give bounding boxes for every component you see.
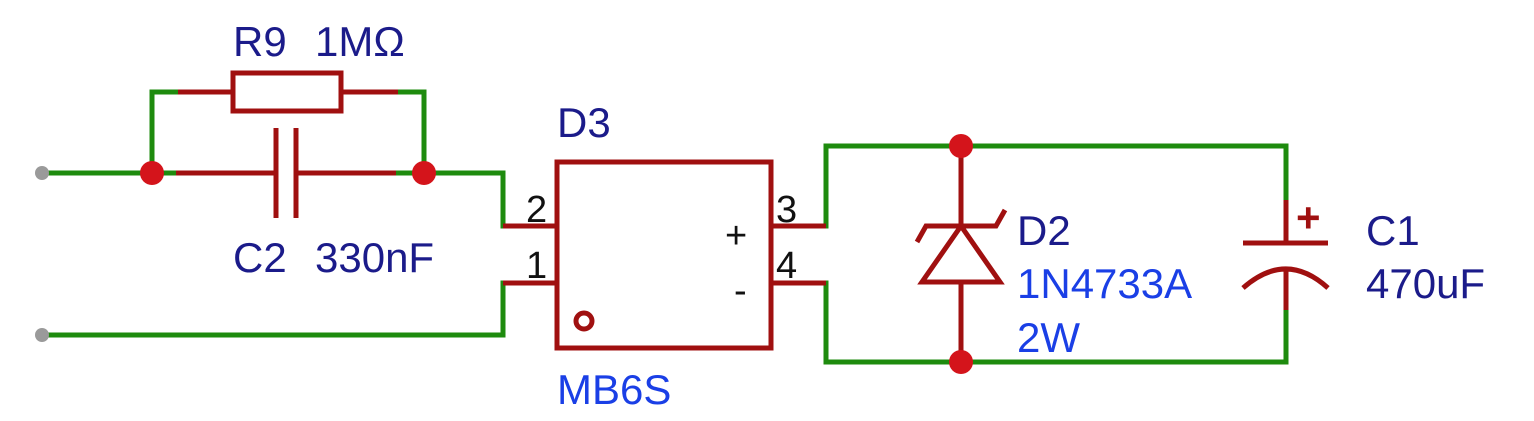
d2-reference: D2 (1017, 207, 1071, 254)
wire-rc-right-vertical (395, 89, 427, 176)
junction-bottom-rail (949, 350, 973, 374)
d3-pin1-marker (573, 310, 595, 332)
d3-pin1-number: 1 (526, 245, 547, 287)
d3-plus-sign: + (725, 215, 747, 257)
r9-body (230, 70, 344, 114)
junction-top-rail (949, 134, 973, 158)
c1-polarity-mark: + (1296, 194, 1321, 241)
d3-pin2-number: 2 (526, 189, 547, 231)
d2-value: 1N4733A (1017, 260, 1192, 307)
d3-minus-sign: - (734, 270, 747, 312)
d3-reference: D3 (557, 99, 611, 146)
wire-to-d3-pin2 (421, 170, 506, 229)
terminal-input-top[interactable] (35, 166, 49, 180)
r9-reference: R9 (233, 18, 287, 65)
junction-rc-right (412, 161, 436, 185)
wire-input-bottom (39, 280, 506, 338)
bridge-rectifier-d3: 2 1 3 4 + - D3 MB6S (503, 99, 826, 413)
resistor-r9: R9 1MΩ (178, 18, 405, 114)
junction-rc-left (140, 161, 164, 185)
d3-pin4-number: 4 (776, 245, 797, 287)
d3-value: MB6S (557, 366, 671, 413)
terminal-input-bottom[interactable] (35, 328, 49, 342)
r9-value: 1MΩ (315, 18, 405, 65)
c2-reference: C2 (233, 234, 287, 281)
capacitor-c1: + C1 470uF (1241, 194, 1485, 310)
c2-value: 330nF (315, 234, 434, 281)
input-terminals (35, 166, 49, 342)
d2-triangle (917, 221, 1005, 285)
d3-body (554, 159, 774, 351)
capacitor-c2: C2 330nF (176, 128, 434, 281)
wire-rc-left-vertical (149, 89, 181, 176)
d3-pin3-number: 3 (776, 189, 797, 231)
c1-reference: C1 (1366, 207, 1420, 254)
d2-power-rating: 2W (1017, 314, 1080, 361)
wire-d3-pin4-bottom-rail (823, 280, 1289, 365)
wire-d3-pin3-top-rail (823, 143, 1289, 229)
zener-diode-d2: D2 1N4733A 2W (914, 146, 1192, 362)
c1-value: 470uF (1366, 260, 1485, 307)
junction-dots (140, 134, 973, 374)
wires (39, 89, 1289, 365)
